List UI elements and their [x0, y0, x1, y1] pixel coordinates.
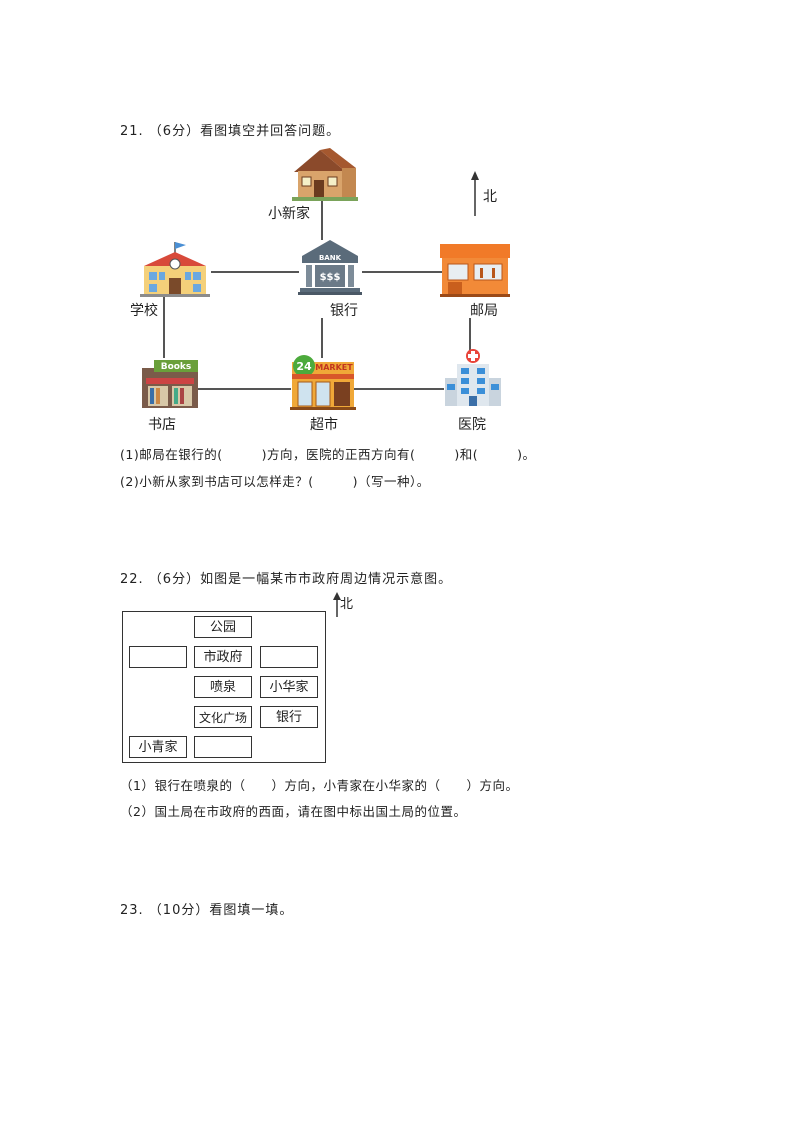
- cell-culture-square: 文化广场: [194, 706, 252, 728]
- cell-empty-west[interactable]: [129, 646, 187, 668]
- cell-xiaoqing-home: 小青家: [129, 736, 187, 758]
- label-supermarket: 超市: [310, 417, 338, 433]
- cell-bank: 银行: [260, 706, 318, 728]
- label-bank: 银行: [330, 303, 358, 319]
- city-map-frame: [122, 611, 326, 763]
- line-home-bank: [321, 200, 323, 240]
- line-school-bookstore: [163, 296, 165, 358]
- school-icon: [138, 240, 212, 302]
- q21-sub1: (1)邮局在银行的( )方向，医院的正西方向有( )和( )。: [120, 447, 536, 462]
- label-home: 小新家: [268, 206, 310, 222]
- line-post-hospital: [469, 318, 471, 358]
- q23-title: 23. （10分）看图填一填。: [120, 903, 294, 918]
- line-bookstore-supermarket: [197, 388, 291, 390]
- q22-north-arrow-icon: [331, 592, 343, 618]
- label-school: 学校: [130, 303, 158, 319]
- q22-sub1: （1）银行在喷泉的（ ）方向，小青家在小华家的（ ）方向。: [120, 778, 519, 793]
- cell-empty-east[interactable]: [260, 646, 318, 668]
- bank-icon: BANK $$$: [298, 238, 362, 300]
- books-sign-text: Books: [161, 362, 192, 372]
- cell-fountain: 喷泉: [194, 676, 252, 698]
- line-bank-supermarket: [321, 318, 323, 358]
- label-post: 邮局: [470, 303, 498, 319]
- label-hospital: 医院: [458, 417, 486, 433]
- cell-empty-south[interactable]: [194, 736, 252, 758]
- hospital-icon: [443, 348, 503, 412]
- q21-sub2: (2)小新从家到书店可以怎样走？( )（写一种）。: [120, 474, 430, 489]
- label-bookstore: 书店: [148, 417, 176, 433]
- q21-title: 21. （6分）看图填空并回答问题。: [120, 124, 341, 139]
- cell-park: 公园: [194, 616, 252, 638]
- post-office-icon: [440, 244, 510, 302]
- north-arrow-icon: [468, 170, 482, 218]
- market-num-text: 24: [296, 360, 312, 373]
- cell-city-hall: 市政府: [194, 646, 252, 668]
- cell-xiaohua-home: 小华家: [260, 676, 318, 698]
- q22-title: 22. （6分）如图是一幅某市市政府周边情况示意图。: [120, 572, 453, 587]
- q22-sub2: （2）国土局在市政府的西面，请在图中标出国土局的位置。: [120, 804, 467, 819]
- market-sign-text: MARKET: [315, 363, 353, 372]
- q21-north-label: 北: [483, 189, 497, 205]
- house-icon: [290, 146, 360, 206]
- supermarket-icon: 24 MARKET: [290, 352, 356, 414]
- line-supermarket-hospital: [354, 388, 444, 390]
- line-school-bank: [211, 271, 299, 273]
- bank-sign-text: BANK: [319, 254, 342, 262]
- q22-north-label: 北: [340, 597, 354, 612]
- bank-money-text: $$$: [320, 272, 341, 283]
- bookstore-icon: Books: [140, 358, 200, 414]
- line-bank-post: [362, 271, 442, 273]
